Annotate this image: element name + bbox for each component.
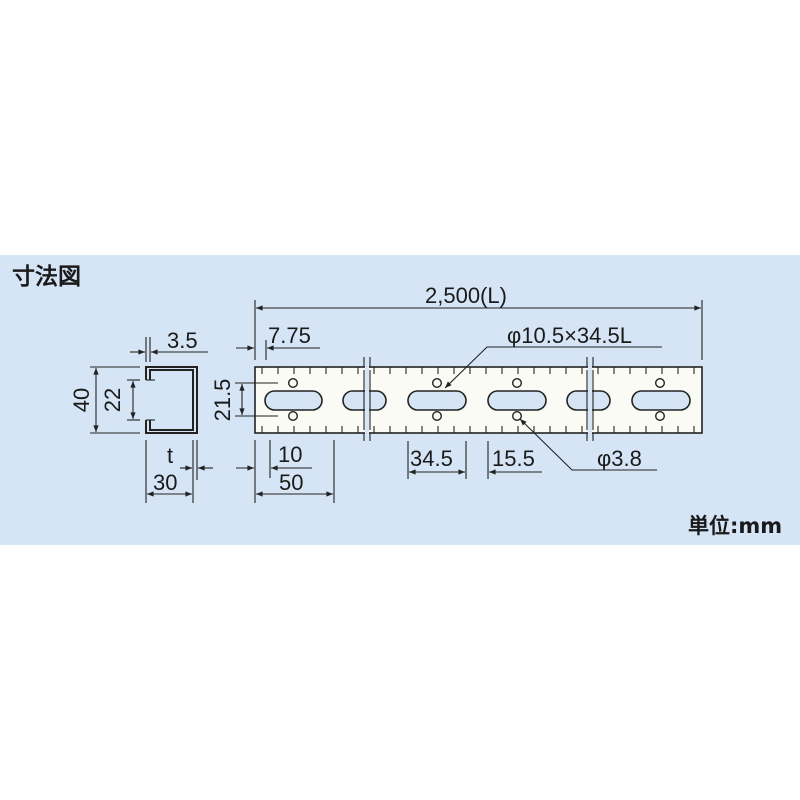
edge-offset-dimension: 7.75 — [268, 323, 311, 348]
thickness-label: t — [167, 443, 173, 468]
channel-strip-view: 2,500(L) 7.75 21.5 φ10.5×34.5L φ3.8 10 5… — [210, 283, 703, 503]
channel-cross-section: 40 22 3.5 t 30 — [69, 328, 213, 503]
hole-size-label: φ3.8 — [597, 446, 642, 471]
slot-length-dimension: 34.5 — [410, 446, 453, 471]
slot — [487, 390, 547, 411]
length-dimension: 2,500(L) — [425, 283, 507, 308]
slot — [407, 390, 467, 411]
drawing-title: 寸法図 — [12, 264, 81, 290]
first-offset-dimension: 10 — [278, 442, 302, 467]
unit-label: 単位:mm — [688, 514, 782, 538]
gap-dimension: 15.5 — [492, 446, 535, 471]
holes — [288, 378, 666, 422]
scale-ticks — [261, 367, 695, 433]
lip-dimension: 3.5 — [167, 328, 198, 353]
slot — [631, 390, 691, 411]
opening-dimension: 22 — [100, 388, 125, 412]
height-dimension: 40 — [69, 388, 94, 412]
strip-body — [254, 366, 703, 434]
slot — [264, 390, 323, 411]
break-marks — [363, 357, 594, 441]
hole-spacing-dimension: 21.5 — [210, 379, 235, 422]
width-dimension: 30 — [153, 470, 177, 495]
slot-size-label: φ10.5×34.5L — [507, 323, 632, 348]
pitch-dimension: 50 — [279, 470, 303, 495]
